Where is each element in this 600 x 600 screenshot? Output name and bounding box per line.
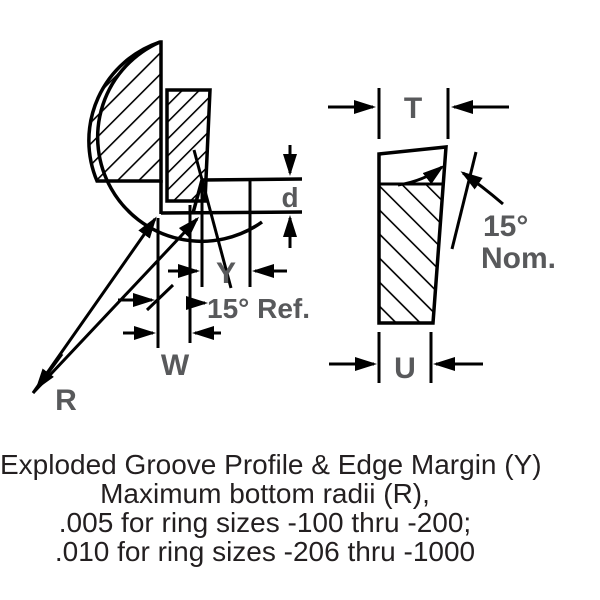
shaft-surface-line [201,177,303,182]
caption-line-title: Exploded Groove Profile & Edge Margin (Y… [0,449,542,480]
caption-line-radii: Maximum bottom radii (R), [100,478,430,509]
radius-label: R [55,384,77,417]
detail-circle-arc [95,40,264,243]
dim-d-label: d [281,182,298,213]
radius-leader-vertex-arrow [35,353,64,391]
dim-radial-wall: U [329,332,483,385]
ring-cross-section-view: 15° Nom. T U [328,88,556,385]
groove-angle-reference-line [192,149,233,289]
groove-bottom-line [160,210,303,215]
dim-y-label: Y [216,257,236,290]
bevel-pointer-arrow [397,165,445,187]
dim-w-label: W [161,349,190,382]
ring-section-hatch [379,184,443,323]
retained-part-section [87,40,163,183]
radius-leader-right [31,216,200,395]
nominal-angle-qualifier: Nom. [481,242,556,275]
nominal-angle-line [450,151,478,250]
nominal-angle-value: 15° [483,210,528,243]
dim-groove-depth: d [281,145,299,248]
callout-bottom-radius: R [31,216,200,417]
dim-t-label: T [404,92,422,125]
groove-detail-view: d Y W 15° Ref. R [31,40,310,417]
caption-line-small-sizes: .005 for ring sizes -100 thru -200; [58,507,472,538]
nominal-angle-leader-arc [460,171,504,206]
callout-wall-angle: 15° Ref. [118,293,310,324]
dim-thickness: T [328,88,509,139]
caption-line-large-sizes: .010 for ring sizes -206 thru -1000 [54,536,476,567]
dim-edge-margin: Y [168,180,287,290]
figure-caption: Exploded Groove Profile & Edge Margin (Y… [0,449,542,567]
angle-ref-label: 15° Ref. [207,293,310,324]
angle-construction-line [145,283,175,312]
dim-groove-width: W [123,205,221,382]
dim-u-label: U [394,352,416,385]
